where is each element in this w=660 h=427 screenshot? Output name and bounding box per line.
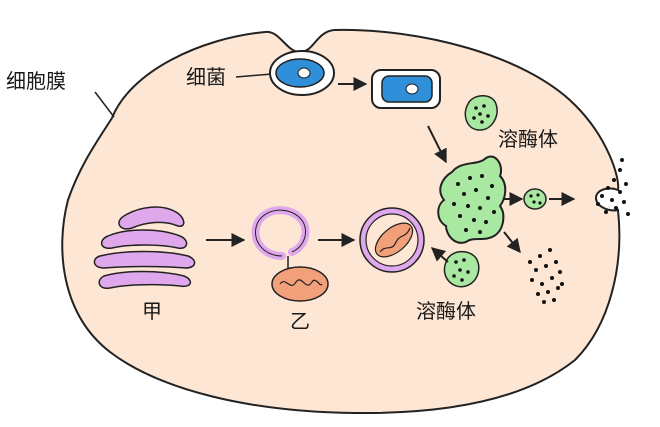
membrane-label: 细胞膜 (6, 69, 66, 93)
small-lysosome-top (464, 95, 498, 131)
bacteria-label: 细菌 (186, 65, 226, 89)
exocytosed-particles (596, 158, 630, 216)
arrow-lysosome-to-residue (503, 231, 521, 254)
arrow-phagosome-to-lysosome (427, 125, 447, 164)
lysosome-label-top: 溶酶体 (498, 127, 558, 151)
bacteria-leader-line (235, 73, 273, 78)
engulfing-bacterium (269, 50, 335, 96)
small-lysosome-bottom (443, 250, 480, 288)
golgi-apparatus (93, 206, 196, 289)
phagosome (371, 69, 441, 109)
mitochondrion (271, 266, 329, 302)
membrane-leader-line (94, 91, 115, 118)
small-vesicle (523, 188, 547, 210)
secondary-lysosome (437, 155, 507, 244)
golgi-label: 甲 (142, 299, 162, 323)
autophagic-vesicle-forming (251, 206, 310, 270)
lysosome-label-bottom: 溶酶体 (416, 299, 476, 323)
autophagosome (359, 207, 425, 273)
arrow-lower-lysosome-up (430, 247, 449, 263)
mitochondrion-label: 乙 (290, 309, 310, 333)
residual-particles (528, 248, 564, 304)
